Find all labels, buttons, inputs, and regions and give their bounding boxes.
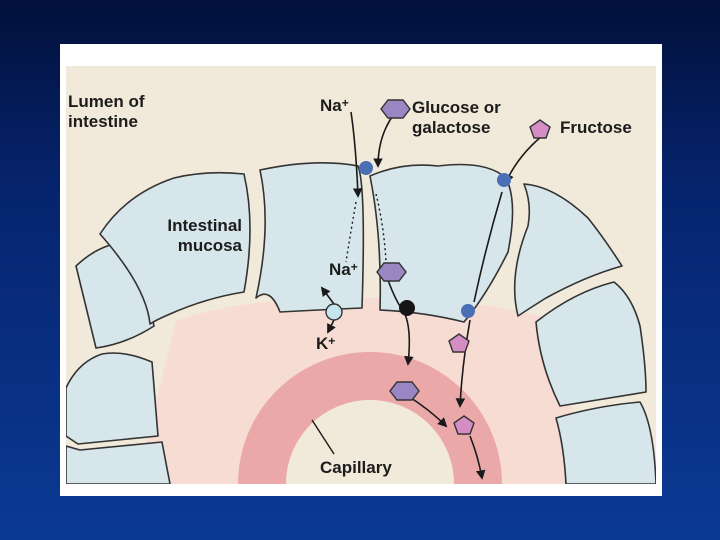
- capillary-lumen: [286, 400, 454, 484]
- lumen-label-line1: Lumen of: [68, 92, 145, 111]
- k-charge: +: [328, 334, 336, 348]
- hexagon-icon: [376, 262, 407, 282]
- fructose-capillary-arrow: [469, 435, 486, 480]
- glucose-basolateral-transporter: [399, 300, 415, 316]
- intestinal-absorption-diagram: [66, 99, 656, 484]
- diagram-panel: Lumen of intestine Na+ Glucose or galact…: [66, 66, 656, 484]
- mucosa-cell: [66, 352, 159, 445]
- glucose-label-line1: Glucose or: [412, 98, 501, 117]
- na-top-label: Na+: [320, 96, 349, 116]
- na-uptake-arrow: [350, 111, 363, 198]
- na-glucose-cotransporter: [359, 161, 373, 175]
- fructose-label: Fructose: [560, 118, 632, 137]
- mucosa-cell: [99, 171, 251, 325]
- fructose-cytosol-arrow: [473, 191, 503, 303]
- mucosa-label-line2: mucosa: [177, 236, 242, 255]
- mucosa-cells: [66, 162, 656, 484]
- k-label: K+: [316, 334, 335, 354]
- capillary-label: Capillary: [320, 458, 392, 477]
- glucose-cytosol-path: [375, 193, 387, 263]
- lumen-label-line2: intestine: [68, 112, 138, 131]
- na-mid-charge: +: [350, 260, 358, 274]
- capillary-pointer: [311, 419, 335, 455]
- lumen-label: Lumen of intestine: [68, 92, 145, 132]
- capillary-wall: [238, 352, 502, 484]
- na-k-pump: [325, 303, 343, 321]
- na-mid-text: Na: [329, 260, 351, 279]
- glucose-label: Glucose or galactose: [412, 98, 501, 138]
- mucosa-cell: [513, 183, 623, 317]
- fructose-basolateral-transporter: [461, 304, 475, 318]
- pentagon-icon: [448, 333, 470, 353]
- mucosa-cell: [369, 163, 514, 323]
- glucose-label-line2: galactose: [412, 118, 491, 137]
- fructose-exit-arrow: [455, 319, 471, 408]
- hexagon-icon: [380, 99, 411, 119]
- mucosa-cell: [255, 162, 365, 313]
- k-influx-arrow: [327, 319, 336, 334]
- fructose-uptake-arrow: [504, 135, 543, 184]
- mucosa-cell: [66, 441, 171, 484]
- mucosa-cell: [535, 281, 647, 407]
- na-top-charge: +: [341, 96, 349, 110]
- na-mid-label: Na+: [329, 260, 358, 280]
- k-text: K: [316, 334, 329, 353]
- pentagon-icon: [529, 119, 551, 139]
- mucosa-label-line1: Intestinal: [167, 216, 242, 235]
- na-efflux-arrow: [320, 286, 335, 305]
- na-cytosol-path: [345, 201, 357, 263]
- na-top-text: Na: [320, 96, 342, 115]
- pentagon-icon: [453, 415, 475, 435]
- glucose-uptake-arrow: [373, 113, 395, 168]
- hexagon-icon: [389, 381, 420, 401]
- mucosa-label: Intestinal mucosa: [148, 216, 242, 256]
- fructose-transporter: [497, 173, 511, 187]
- mucosa-cell: [555, 401, 656, 484]
